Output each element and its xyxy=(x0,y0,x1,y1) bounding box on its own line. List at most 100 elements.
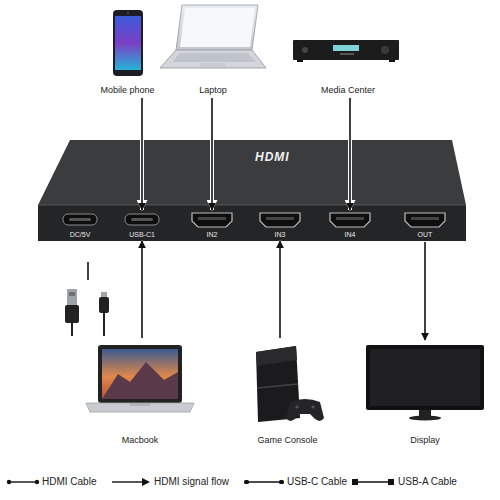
legend-label: USB-C Cable xyxy=(287,476,347,488)
port-label: IN2 xyxy=(207,230,218,240)
game-console-picture-part xyxy=(286,399,324,421)
cable-connector xyxy=(425,242,426,340)
mobile-phone-picture-part xyxy=(127,12,129,14)
connector-halo xyxy=(140,241,144,338)
switch-box-picture-part xyxy=(38,140,466,205)
media-center-picture xyxy=(293,40,399,62)
port-label: USB-C1 xyxy=(129,230,155,240)
device-node: Macbook xyxy=(85,340,195,446)
power-cable-picture xyxy=(65,262,109,336)
switch-port: DC/5V xyxy=(60,210,100,240)
laptop-picture-part xyxy=(172,53,256,62)
macbook-picture-part xyxy=(98,345,182,403)
switch-box-picture-part xyxy=(336,217,364,220)
switch-box-picture-part xyxy=(405,213,445,227)
connector-line xyxy=(141,241,143,338)
device-node: Display xyxy=(360,340,490,446)
connector-halo xyxy=(278,241,282,338)
connector-halo xyxy=(423,242,427,340)
switch-box-picture-part xyxy=(69,218,91,221)
device-label: Laptop xyxy=(199,85,227,96)
media-center-picture-part xyxy=(297,60,303,62)
laptop-picture-part xyxy=(176,5,258,50)
device-label: Display xyxy=(410,435,440,446)
connector-line xyxy=(349,98,351,210)
connector-line xyxy=(279,241,281,338)
power-cable-picture-part xyxy=(99,297,109,313)
media-center-picture-part xyxy=(340,53,354,55)
mobile-phone-picture-part xyxy=(115,16,141,70)
display-picture xyxy=(366,345,484,421)
legend-samples-part xyxy=(7,480,11,484)
cable-connector xyxy=(142,241,143,338)
port-label: IN3 xyxy=(275,230,286,240)
legend-label: HDMI signal flow xyxy=(154,476,229,488)
port-label: DC/5V xyxy=(70,230,91,240)
connector-halo xyxy=(140,98,144,210)
legend-samples-part xyxy=(142,478,150,486)
game-console-picture-part xyxy=(257,384,298,388)
game-console-picture-part xyxy=(295,405,298,408)
cable-connector xyxy=(350,98,351,210)
laptop-picture-part xyxy=(160,50,266,68)
media-center-picture-part xyxy=(333,45,359,51)
switch-box-picture-part xyxy=(192,213,232,227)
legend-samples-part xyxy=(356,481,390,482)
laptop-picture-part xyxy=(200,63,226,67)
game-console-picture-part xyxy=(256,346,297,366)
legend-samples-part xyxy=(352,479,358,485)
legend-samples-part xyxy=(35,480,39,484)
macbook-picture-part xyxy=(86,403,194,412)
media-center-picture-part xyxy=(389,60,395,62)
power-cable-picture-part xyxy=(71,323,73,336)
power-cable-picture-part xyxy=(103,313,105,336)
connector-halo xyxy=(210,98,214,210)
switch-box-picture-part xyxy=(198,217,226,220)
macbook-picture-part xyxy=(102,362,178,399)
device-label: Mobile phone xyxy=(100,85,154,96)
mobile-phone-picture xyxy=(113,10,143,76)
port-label: OUT xyxy=(418,230,433,240)
laptop-picture xyxy=(160,5,266,68)
game-console-picture-part xyxy=(311,405,314,408)
brand-logo: HDMI xyxy=(255,150,290,164)
display-picture-part xyxy=(409,416,441,421)
media-center-picture-part xyxy=(302,47,308,53)
switch-port: IN4 xyxy=(330,210,370,240)
laptop-picture-part xyxy=(180,8,255,47)
device-label: Macbook xyxy=(122,435,159,446)
switch-box-picture-part xyxy=(63,214,97,225)
cable-connector xyxy=(142,98,143,210)
legend-entry: HDMI signal flow xyxy=(154,476,229,488)
legend-entry: USB-C Cable xyxy=(287,476,347,488)
switch-box-picture-part xyxy=(330,213,370,227)
mobile-phone-picture-part xyxy=(113,10,143,76)
legend-samples-part xyxy=(247,481,281,482)
legend-samples-part xyxy=(388,479,394,485)
media-center-picture-part xyxy=(293,40,399,60)
display-picture-part xyxy=(370,349,480,406)
connector-line xyxy=(424,242,426,340)
port-label: IN4 xyxy=(345,230,356,240)
device-node: Media Center xyxy=(290,30,406,96)
power-cable-picture-part xyxy=(87,262,89,280)
device-label: Media Center xyxy=(321,85,375,96)
legend-entry: HDMI Cable xyxy=(42,476,96,488)
power-cable-picture-part xyxy=(69,292,75,296)
power-cable-picture-part xyxy=(65,305,79,323)
cable-connector xyxy=(280,241,281,338)
switch-port: IN2 xyxy=(192,210,232,240)
macbook-picture xyxy=(86,345,194,412)
device-node: Game Console xyxy=(245,340,330,446)
cable-connector xyxy=(212,98,213,210)
power-cable-picture-part xyxy=(67,289,77,305)
switch-box-picture-part xyxy=(260,213,300,227)
device-label: Game Console xyxy=(257,435,317,446)
hdmi-switch: HDMI DC/5V USB-C1 IN2 IN3 IN4 OUT xyxy=(38,140,466,240)
game-console-picture xyxy=(256,346,324,422)
legend-entry: USB-A Cable xyxy=(398,476,457,488)
legend-samples-part xyxy=(279,480,284,484)
legend-label: HDMI Cable xyxy=(42,476,96,488)
